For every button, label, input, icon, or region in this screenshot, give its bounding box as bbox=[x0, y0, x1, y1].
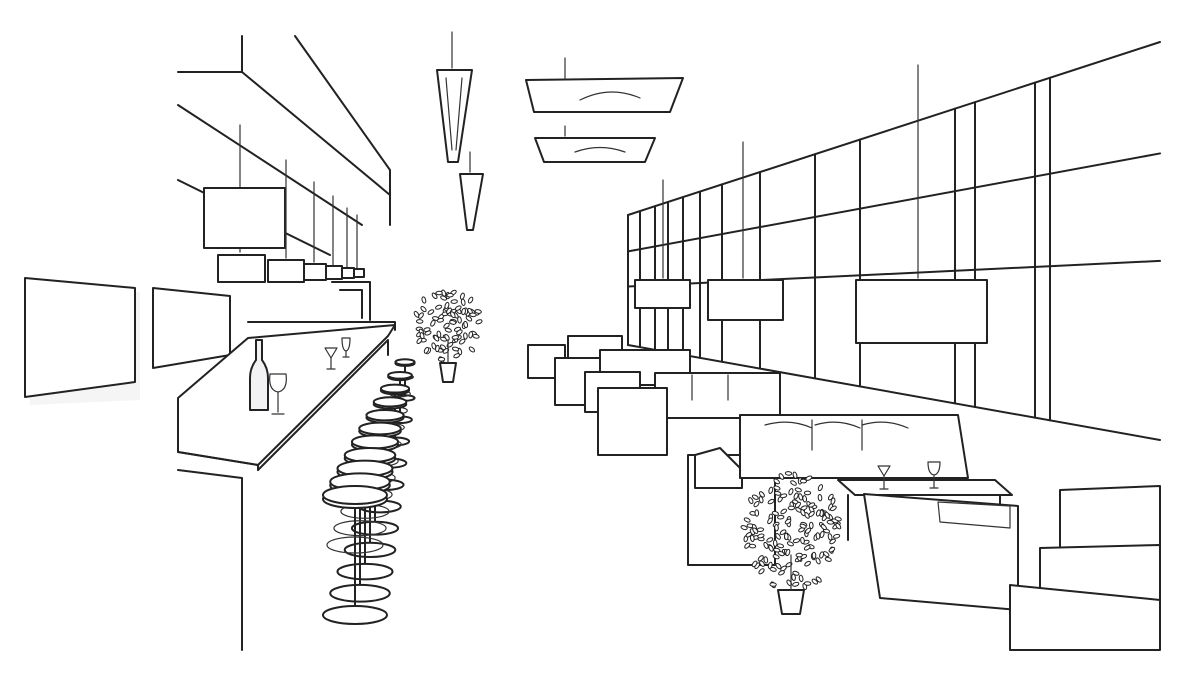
lounge-seating bbox=[527, 335, 1161, 651]
wine-bottle bbox=[249, 339, 269, 411]
potted-plants bbox=[413, 289, 842, 615]
ceiling-fixtures bbox=[436, 31, 684, 231]
window-pendant-lamps bbox=[634, 64, 988, 344]
armchair-front bbox=[863, 493, 1019, 611]
bar-stools bbox=[322, 358, 416, 625]
plant-foliage bbox=[740, 471, 842, 591]
plant-foliage bbox=[413, 289, 483, 363]
bar-counter bbox=[177, 281, 396, 651]
wine-glass bbox=[269, 373, 287, 415]
wine-glass-small bbox=[324, 347, 338, 370]
plant-pot bbox=[777, 589, 805, 615]
lounge-sofa bbox=[739, 414, 969, 479]
tv-screen-right bbox=[152, 287, 231, 369]
tv-screen-left bbox=[24, 277, 136, 398]
plant-pot bbox=[439, 362, 457, 383]
wall-tv-screens bbox=[24, 277, 231, 405]
bar-pendant-lamps bbox=[203, 124, 365, 283]
bar-stool bbox=[322, 485, 388, 625]
window-transom bbox=[627, 152, 1161, 253]
coffee-table bbox=[837, 479, 1013, 496]
